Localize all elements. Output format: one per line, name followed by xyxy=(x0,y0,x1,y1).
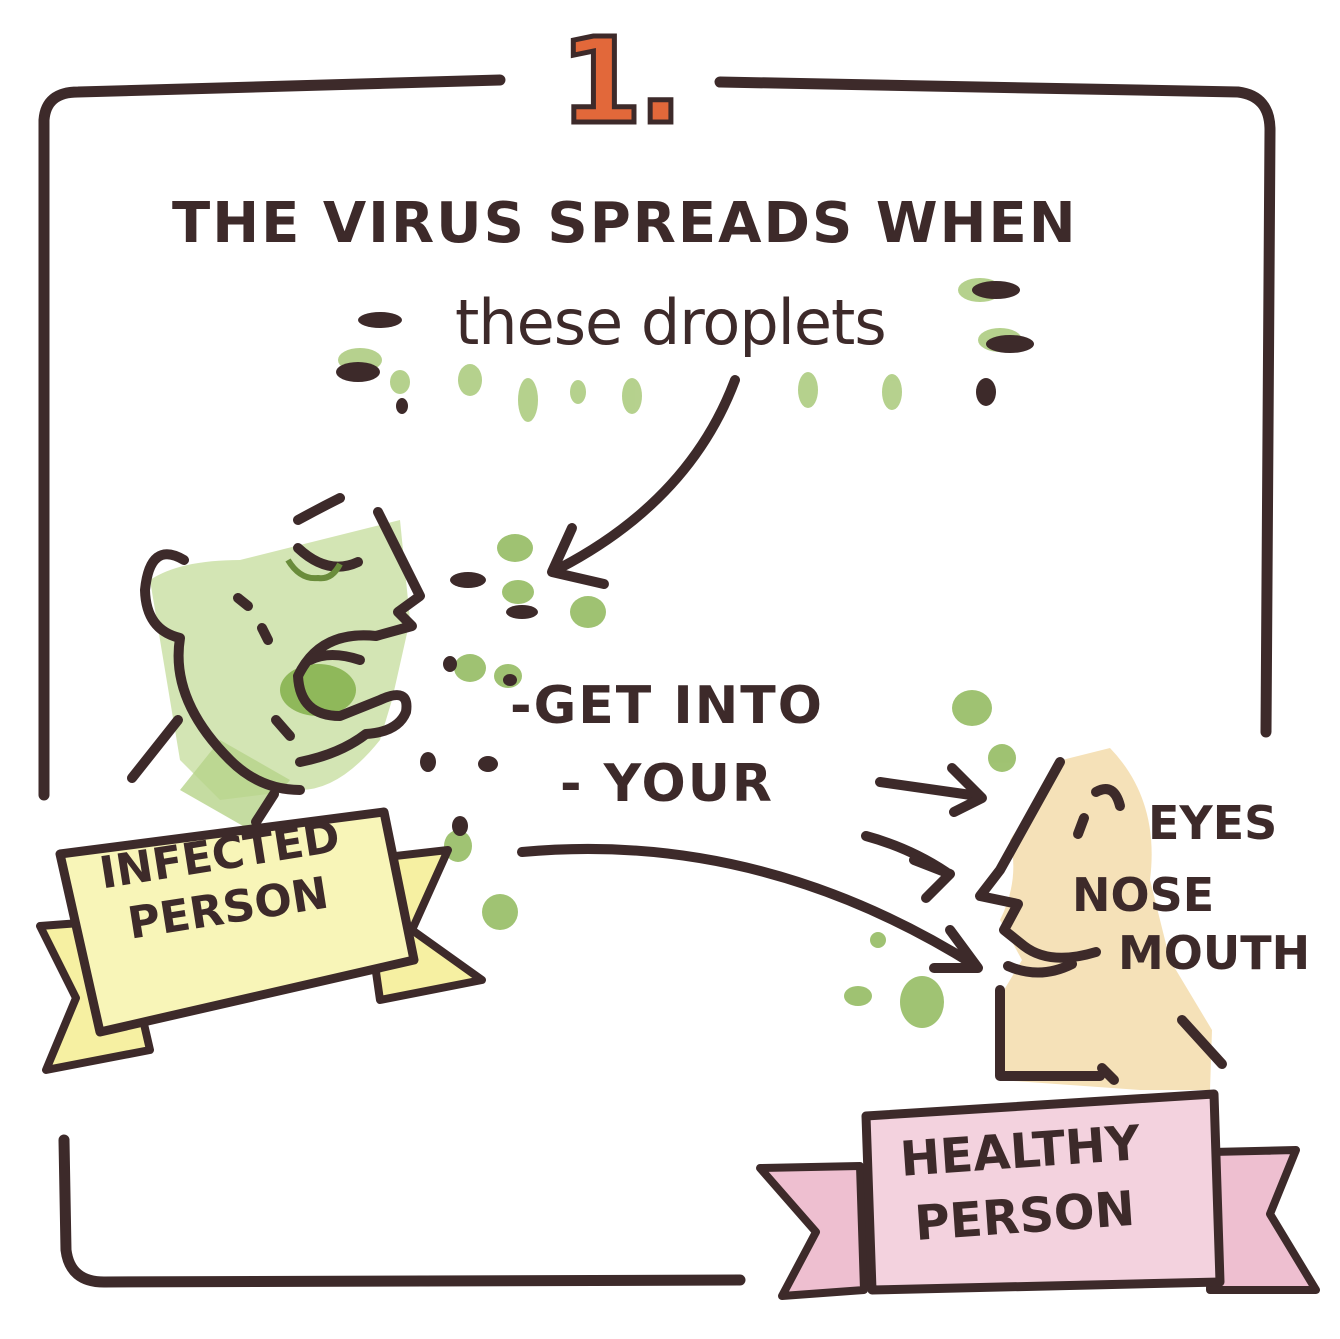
sneezing-infected-person-icon xyxy=(132,498,420,830)
healthy-person-label: HEALTHY PERSON xyxy=(898,1111,1147,1257)
step-number: 1. xyxy=(560,22,679,140)
droplet-icon xyxy=(396,398,408,414)
get-into-label: -GET INTO xyxy=(510,680,824,732)
arrow-icon xyxy=(552,380,735,584)
droplet-icon xyxy=(972,281,1020,299)
headline: THE VIRUS SPREADS WHEN xyxy=(172,196,1078,252)
droplet-icon xyxy=(986,335,1034,353)
droplet-icon xyxy=(976,378,996,406)
frame-border-top-right xyxy=(720,82,1270,732)
eyes-label: EYES xyxy=(1148,800,1277,846)
droplet-icon xyxy=(358,312,402,328)
droplets-label: these droplets xyxy=(455,292,886,354)
mouth-label: MOUTH xyxy=(1118,930,1310,976)
droplet-icon xyxy=(336,362,380,382)
frame-border-bottom-left xyxy=(64,1140,740,1282)
nose-label: NOSE xyxy=(1072,872,1214,918)
your-label: - YOUR xyxy=(560,758,774,810)
